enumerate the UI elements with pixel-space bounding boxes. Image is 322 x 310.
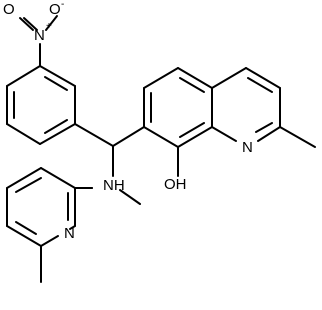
quinoline-methyl-bond — [279, 126, 316, 148]
quinoline-nitrogen: N — [242, 139, 253, 156]
quinoline-pyridine-ring — [211, 67, 281, 142]
amine-nh: NH — [103, 177, 125, 194]
methylpyridine-ring — [6, 167, 93, 247]
nitro-oxygen-left: O — [3, 1, 15, 18]
atom-labels: O - N + O N NH OH N — [3, 0, 253, 242]
nitrophenyl-ring — [6, 65, 76, 145]
quinoline-carbocycle — [143, 67, 213, 148]
nitro-group — [19, 15, 58, 67]
central-methine — [74, 123, 145, 205]
nitro-oxygen-charge: - — [61, 0, 64, 10]
nitro-oxygen-top: O — [49, 1, 61, 18]
hydroxyl-oh: OH — [164, 176, 187, 193]
nitro-nitrogen: N — [34, 27, 45, 44]
nitro-nitrogen-charge: + — [46, 21, 52, 32]
pyridine-nitrogen: N — [64, 225, 75, 242]
